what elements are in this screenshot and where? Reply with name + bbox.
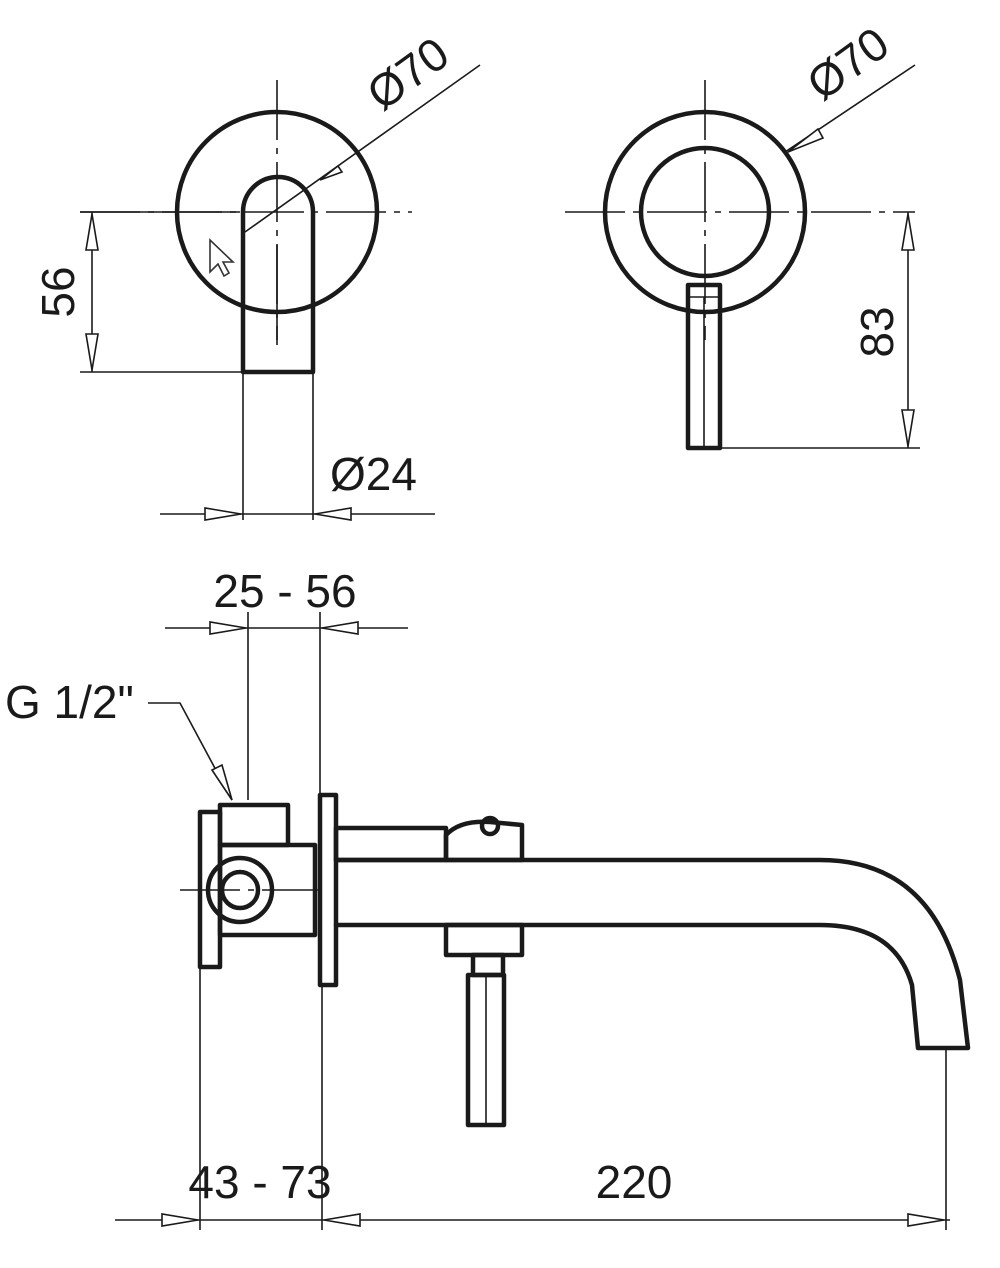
dim-height-56: 56 bbox=[32, 266, 84, 317]
side-view: 25 - 56 G 1/2" 43 - 73 220 bbox=[5, 565, 971, 1230]
mouse-cursor-icon bbox=[209, 238, 235, 278]
dim-wall-depth: 25 - 56 bbox=[213, 565, 356, 617]
dim-diameter-rosette-left: Ø70 bbox=[357, 27, 458, 120]
dim-diameter-rosette-right: Ø70 bbox=[797, 17, 898, 110]
dim-spout-diameter: Ø24 bbox=[330, 448, 417, 500]
front-view-spout: Ø70 56 Ø24 bbox=[32, 27, 481, 521]
dim-spout-length: 220 bbox=[596, 1156, 673, 1208]
front-view-lever: Ø70 83 bbox=[565, 17, 920, 451]
dim-height-83: 83 bbox=[851, 306, 903, 357]
connection-thread-label: G 1/2" bbox=[5, 676, 134, 728]
dim-body-depth: 43 - 73 bbox=[188, 1156, 331, 1208]
